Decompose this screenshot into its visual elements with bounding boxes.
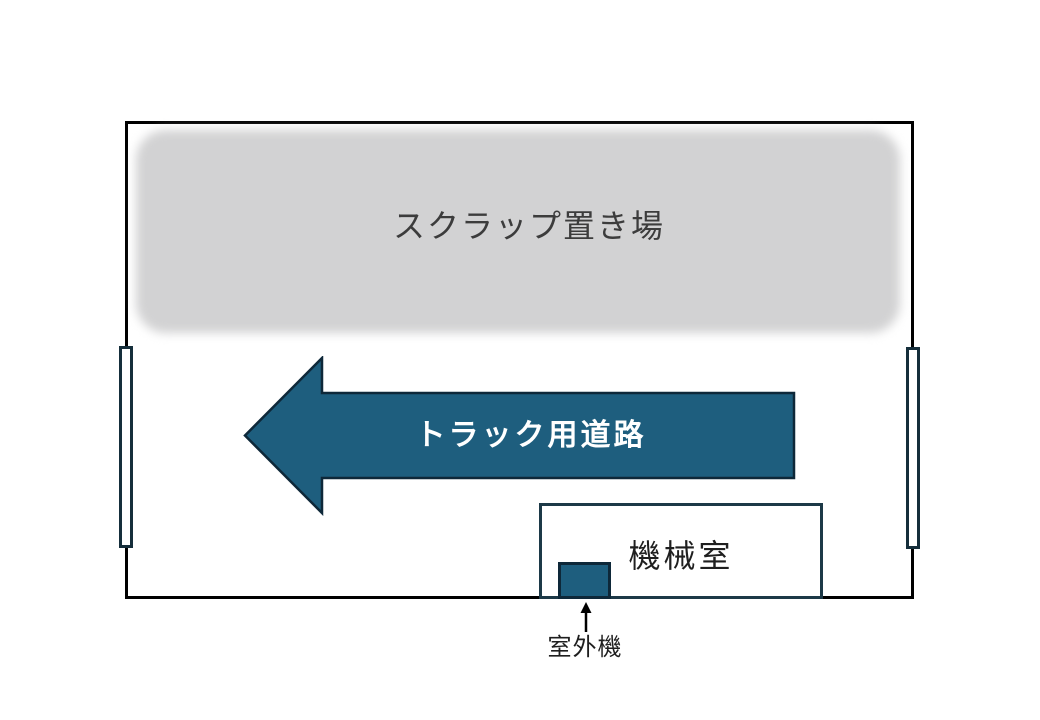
scrap-area-shape [136, 130, 900, 333]
left-gate [119, 346, 133, 548]
machine-room-label: 機械室 [628, 538, 734, 574]
right-gate [906, 347, 920, 549]
machine-room-rect: 機械室 [539, 503, 823, 599]
outdoor-unit-shape [558, 562, 611, 599]
arrow-up-icon [580, 602, 592, 632]
scrap-area-label: スクラップ置き場 [392, 208, 665, 244]
truck-road-label: トラック用道路 [415, 419, 647, 452]
outdoor-unit-label: 室外機 [547, 634, 623, 661]
truck-road-arrow-left-icon [243, 356, 796, 516]
